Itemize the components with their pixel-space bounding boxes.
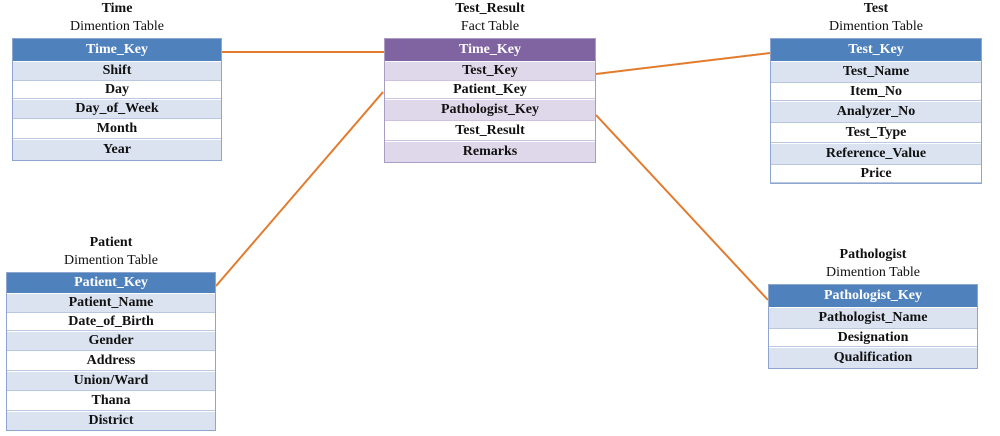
field-row: Thana xyxy=(7,390,215,411)
primary-key-field: Pathologist_Key xyxy=(769,285,977,307)
entity-title: Time xyxy=(101,1,133,16)
field-row: Day xyxy=(13,80,221,99)
primary-key-field: Time_Key xyxy=(13,39,221,61)
field-row: Date_of_Birth xyxy=(7,312,215,331)
field-row: Item_No xyxy=(771,82,981,101)
field-row: District xyxy=(7,411,215,430)
field-row: Day_of_Week xyxy=(13,99,221,118)
primary-key-field: Patient_Key xyxy=(7,273,215,293)
field-list: Patient_Key Patient_Name Date_of_Birth G… xyxy=(6,272,216,431)
entity-title: Patient xyxy=(89,235,133,250)
field-list: Test_Key Test_Name Item_No Analyzer_No T… xyxy=(770,38,982,184)
field-list: Time_Key Test_Key Patient_Key Pathologis… xyxy=(384,38,596,163)
field-row: Patient_Name xyxy=(7,293,215,312)
field-row: Address xyxy=(7,350,215,371)
field-list: Time_Key Shift Day Day_of_Week Month Yea… xyxy=(12,38,222,161)
field-row: Reference_Value xyxy=(771,143,981,164)
link-fact-test xyxy=(595,52,771,75)
field-row: Pathologist_Key xyxy=(385,99,595,120)
field-row: Patient_Key xyxy=(385,80,595,99)
entity-subtitle: Dimention Table xyxy=(63,253,159,268)
field-row: Union/Ward xyxy=(7,371,215,390)
test-dimension-table: Test Dimention Table Test_Key Test_Name … xyxy=(770,0,982,184)
field-row: Remarks xyxy=(385,141,595,162)
field-row: Test_Type xyxy=(771,122,981,143)
field-list: Pathologist_Key Pathologist_Name Designa… xyxy=(768,284,978,369)
link-patient-fact xyxy=(215,91,384,287)
entity-subtitle: Dimention Table xyxy=(69,19,165,34)
entity-title: Test_Result xyxy=(455,1,525,16)
entity-title: Pathologist xyxy=(839,247,907,262)
patient-dimension-table: Patient Dimention Table Patient_Key Pati… xyxy=(6,234,216,431)
field-row: Designation xyxy=(769,328,977,347)
primary-key-field: Time_Key xyxy=(385,39,595,61)
field-row: Month xyxy=(13,118,221,139)
field-row: Test_Result xyxy=(385,120,595,141)
entity-title: Test xyxy=(863,1,889,16)
field-row: Test_Key xyxy=(385,61,595,80)
pathologist-dimension-table: Pathologist Dimention Table Pathologist_… xyxy=(768,246,978,369)
entity-subtitle: Dimention Table xyxy=(825,265,921,280)
entity-subtitle: Fact Table xyxy=(460,19,520,34)
field-row: Price xyxy=(771,164,981,183)
field-row: Analyzer_No xyxy=(771,101,981,122)
field-row: Qualification xyxy=(769,347,977,368)
field-row: Gender xyxy=(7,331,215,350)
test-result-fact-table: Test_Result Fact Table Time_Key Test_Key… xyxy=(384,0,596,163)
entity-subtitle: Dimention Table xyxy=(828,19,924,34)
field-row: Shift xyxy=(13,61,221,80)
time-dimension-table: Time Dimention Table Time_Key Shift Day … xyxy=(12,0,222,161)
primary-key-field: Test_Key xyxy=(771,39,981,61)
link-fact-pathologist xyxy=(595,114,769,301)
field-row: Test_Name xyxy=(771,61,981,82)
field-row: Pathologist_Name xyxy=(769,307,977,328)
field-row: Year xyxy=(13,139,221,160)
